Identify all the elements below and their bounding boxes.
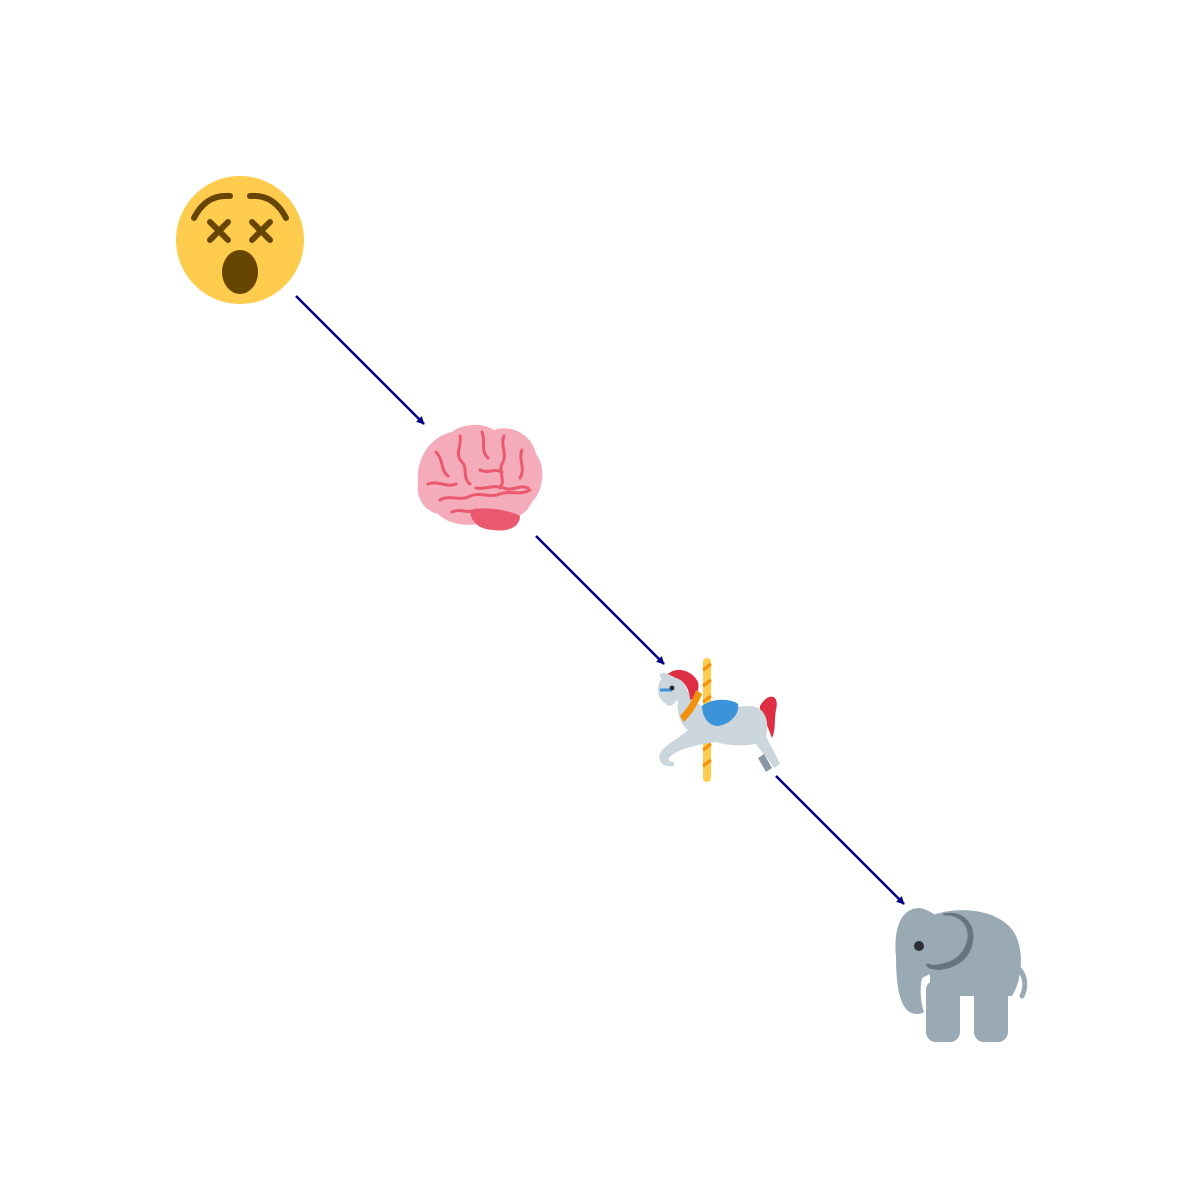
dizzy-face-icon	[176, 176, 304, 304]
edges	[295, 295, 905, 905]
edge-brain-to-carousel	[535, 535, 665, 665]
brain-icon	[417, 424, 543, 531]
carousel-horse-icon	[658, 658, 780, 782]
elephant-icon	[895, 908, 1028, 1042]
edge-dizzy-to-brain	[295, 295, 425, 425]
edge-carousel-to-elephant	[775, 775, 905, 905]
